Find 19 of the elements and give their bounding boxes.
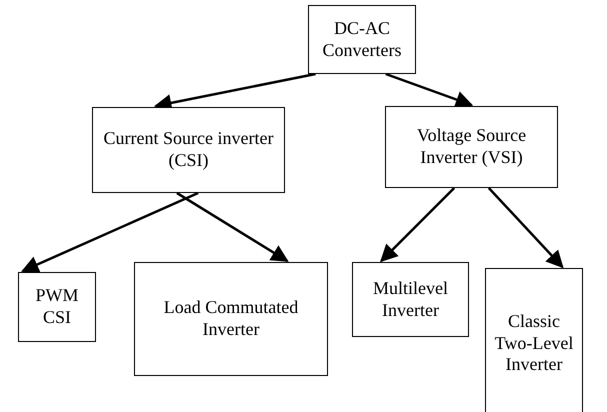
arrow bbox=[488, 187, 564, 268]
text-box bbox=[485, 268, 583, 412]
arrow bbox=[385, 72, 474, 108]
node-label: Voltage Source Inverter (VSI) bbox=[416, 125, 528, 169]
node-label: PWM CSI bbox=[34, 285, 80, 329]
arrow bbox=[380, 187, 456, 262]
text-box bbox=[92, 107, 285, 193]
node-label: Load Commutated Inverter bbox=[162, 297, 300, 341]
text-box bbox=[18, 272, 96, 342]
node-label: Current Source inverter (CSI) bbox=[102, 128, 274, 172]
arrow bbox=[176, 192, 289, 262]
node-label: Classic Two-Level Inverter bbox=[494, 311, 574, 376]
text-box bbox=[352, 262, 469, 337]
text-box bbox=[308, 5, 416, 74]
arrow bbox=[21, 192, 199, 273]
node-label: DC-AC Converters bbox=[322, 18, 402, 62]
node-label: Multilevel Inverter bbox=[372, 278, 449, 322]
text-box bbox=[385, 106, 558, 188]
text-box bbox=[134, 262, 328, 376]
